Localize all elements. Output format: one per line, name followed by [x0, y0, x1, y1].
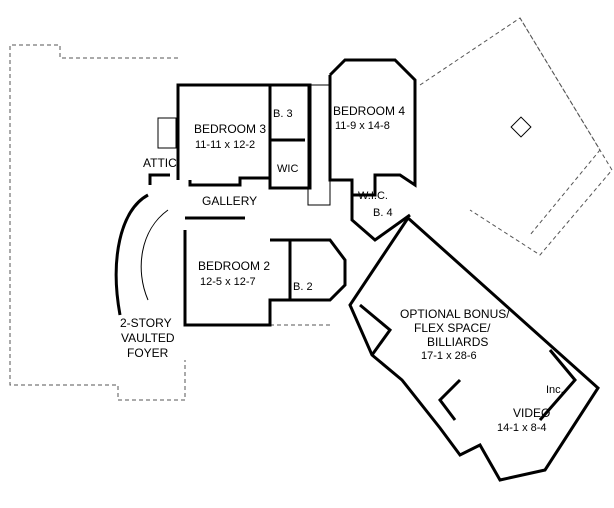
- room-name: BEDROOM 2: [198, 259, 270, 273]
- room-dims: 14-1 x 8-4: [497, 422, 547, 434]
- svg-text:FOYER: FOYER: [127, 346, 169, 360]
- chimney-icon: [510, 116, 532, 138]
- fireplace: [157, 117, 177, 149]
- svg-text:FLEX SPACE/: FLEX SPACE/: [414, 321, 491, 335]
- room-dims: 11-11 x 12-2: [195, 139, 255, 151]
- bath-3-label: B. 3: [273, 108, 293, 120]
- room-bedroom-2: BEDROOM 2 12-5 x 12-7: [198, 259, 270, 288]
- room-video: VIDEO 14-1 x 8-4: [497, 406, 550, 434]
- room-dims: 12-5 x 12-7: [200, 276, 256, 288]
- inc-label: Inc.: [546, 384, 564, 396]
- bath-2-label: B. 2: [293, 281, 313, 293]
- room-bedroom-4: BEDROOM 4 11-9 x 14-8: [333, 104, 405, 132]
- room-name: VIDEO: [513, 406, 550, 420]
- room-foyer: 2-STORY VAULTED FOYER: [120, 316, 175, 360]
- wic-label: WIC: [277, 163, 298, 175]
- svg-text:2-STORY: 2-STORY: [120, 316, 172, 330]
- room-dims: 11-9 x 14-8: [335, 120, 390, 132]
- room-bonus: OPTIONAL BONUS/ FLEX SPACE/ BILLIARDS 17…: [400, 307, 510, 362]
- svg-text:OPTIONAL BONUS/: OPTIONAL BONUS/: [400, 307, 510, 321]
- gallery-label: GALLERY: [202, 194, 257, 208]
- room-bedroom-3: BEDROOM 3 11-11 x 12-2: [194, 122, 266, 151]
- attic-label: ATTIC: [143, 156, 177, 170]
- svg-text:BILLIARDS: BILLIARDS: [427, 335, 488, 349]
- room-name: BEDROOM 3: [194, 122, 266, 136]
- room-name: BEDROOM 4: [333, 104, 405, 118]
- bath-4-label: B. 4: [373, 207, 393, 219]
- walls: [114, 58, 600, 482]
- wic-4-label: W.I.C.: [358, 190, 388, 202]
- room-dims: 17-1 x 28-6: [421, 350, 477, 362]
- svg-text:VAULTED: VAULTED: [121, 331, 175, 345]
- roof-outline: [9, 17, 613, 401]
